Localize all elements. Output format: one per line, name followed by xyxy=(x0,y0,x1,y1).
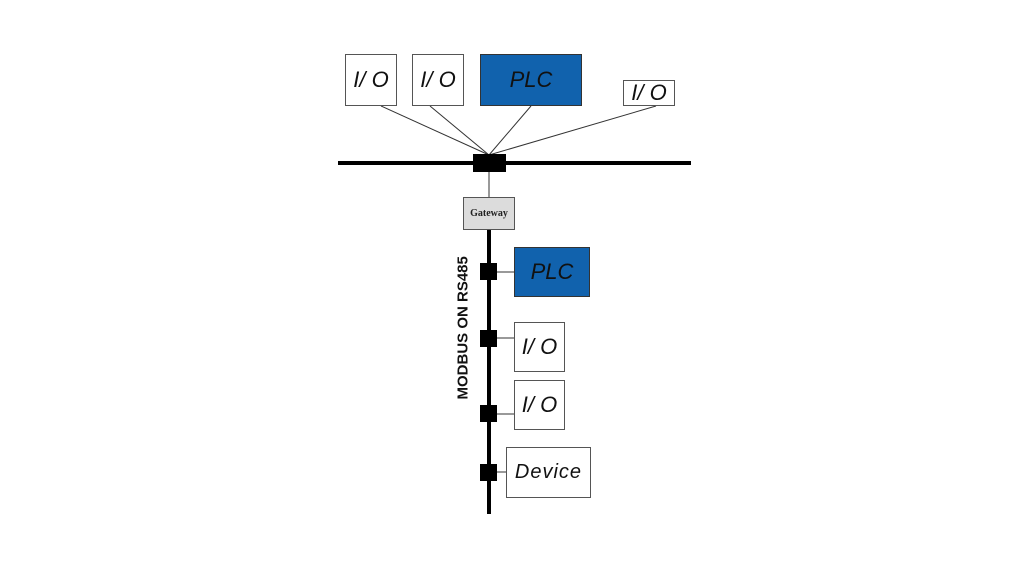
drop-line-plc1 xyxy=(488,105,532,156)
modbus-bus-label: MODBUS ON RS485 xyxy=(454,256,472,400)
io-module-1: I/ O xyxy=(345,54,397,106)
io-module-5-label: I/ O xyxy=(521,392,558,417)
junction-io4 xyxy=(480,330,497,347)
plc-1-label: PLC xyxy=(509,67,553,92)
device-1: Device xyxy=(506,447,591,498)
plc-2-label: PLC xyxy=(530,259,574,284)
plc-1: PLC xyxy=(480,54,582,106)
io-module-2-label: I/ O xyxy=(420,67,456,92)
top-junction xyxy=(473,154,506,172)
io-module-3: I/ O xyxy=(623,80,675,106)
drop-line-io2 xyxy=(429,105,490,156)
junction-plc2 xyxy=(480,263,497,280)
junction-device1 xyxy=(480,464,497,481)
io-module-4-label: I/ O xyxy=(521,334,558,359)
io-module-4: I/ O xyxy=(514,322,565,372)
drop-line-io1 xyxy=(380,105,490,156)
io-module-2: I/ O xyxy=(412,54,464,106)
junction-io5 xyxy=(480,405,497,422)
io-module-3-label: I/ O xyxy=(631,80,667,105)
io-module-5: I/ O xyxy=(514,380,565,430)
device-1-label: Device xyxy=(514,461,583,483)
gateway: Gateway xyxy=(463,197,515,230)
plc-2: PLC xyxy=(514,247,590,297)
drop-line-io3 xyxy=(488,105,657,156)
io-module-1-label: I/ O xyxy=(353,67,389,92)
gateway-label: Gateway xyxy=(470,208,508,219)
